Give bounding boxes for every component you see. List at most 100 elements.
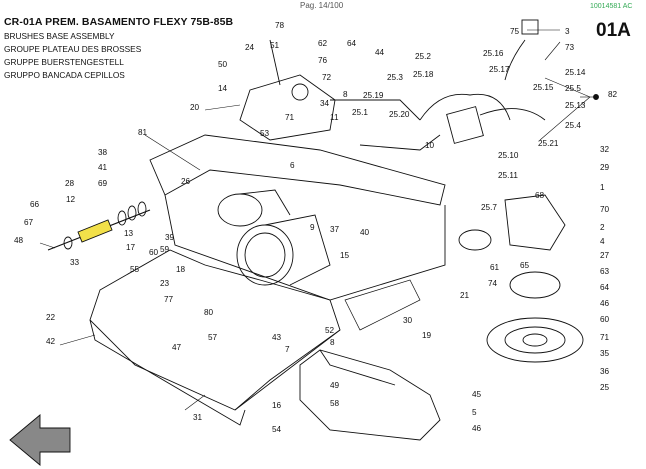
label: 31: [193, 413, 203, 422]
subtitle-de: GRUPPE BUERSTENGESTELL: [4, 57, 124, 67]
label: 42: [46, 337, 56, 346]
label: 70: [600, 205, 610, 214]
label: 32: [600, 145, 610, 154]
label: 46: [472, 424, 482, 433]
label: 73: [565, 43, 575, 52]
label: 25.15: [533, 83, 554, 92]
label: 17: [126, 243, 136, 252]
label: 24: [245, 43, 255, 52]
label: 72: [322, 73, 332, 82]
label: 2: [600, 223, 605, 232]
label: 41: [98, 163, 108, 172]
label: 25.21: [538, 139, 559, 148]
label: 25.4: [565, 121, 581, 130]
label: 57: [208, 333, 218, 342]
label: 20: [190, 103, 200, 112]
label: 27: [600, 251, 610, 260]
label: 80: [204, 308, 214, 317]
label: 7: [285, 345, 290, 354]
label: 34: [320, 99, 330, 108]
label: 12: [66, 195, 76, 204]
label: 65: [520, 261, 530, 270]
label: 25.20: [389, 110, 410, 119]
label: 75: [510, 27, 520, 36]
label: 38: [98, 148, 108, 157]
label: 13: [124, 229, 134, 238]
label: 30: [403, 316, 413, 325]
label: 53: [260, 129, 270, 138]
label: 25: [600, 383, 610, 392]
label: 49: [330, 381, 340, 390]
label: 64: [347, 39, 357, 48]
direction-arrow: [9, 414, 71, 466]
label: 71: [600, 333, 610, 342]
drawing-title: CR-01A PREM. BASAMENTO FLEXY 75B-85B: [4, 16, 234, 28]
label: 22: [46, 313, 56, 322]
label: 40: [360, 228, 370, 237]
label: 81: [138, 128, 148, 137]
label: 39: [165, 233, 175, 242]
label: 54: [272, 425, 282, 434]
label: 64: [600, 283, 610, 292]
label: 55: [130, 265, 140, 274]
label: 10: [425, 141, 435, 150]
label: 16: [272, 401, 282, 410]
label: 25.18: [413, 70, 434, 79]
label: 59: [160, 245, 170, 254]
label: 36: [600, 367, 610, 376]
label: 62: [318, 39, 328, 48]
label: 6: [290, 161, 295, 170]
shaft-stack: [47, 201, 151, 251]
label: 8: [330, 338, 335, 347]
label: 25.13: [565, 101, 586, 110]
label: 58: [330, 399, 340, 408]
label: 78: [275, 21, 285, 30]
label: 29: [600, 163, 610, 172]
label: 45: [472, 390, 482, 399]
label: 25.17: [489, 65, 510, 74]
label: 25.2: [415, 52, 431, 61]
label: 25.1: [352, 108, 368, 117]
label: 66: [30, 200, 40, 209]
label: 23: [160, 279, 170, 288]
label: 4: [600, 237, 605, 246]
label: 25.3: [387, 73, 403, 82]
chassis-frame: [89, 134, 446, 426]
page-number: Pag. 14/100: [300, 1, 344, 10]
label: 60: [600, 315, 610, 324]
label: 25.14: [565, 68, 586, 77]
label: 9: [310, 223, 315, 232]
label: 77: [164, 295, 174, 304]
label: 14: [218, 84, 228, 93]
label: 35: [600, 349, 610, 358]
label: 5: [472, 408, 477, 417]
subtitle-en: BRUSHES BASE ASSEMBLY: [4, 31, 115, 41]
label: 28: [65, 179, 75, 188]
label: 76: [318, 56, 328, 65]
label: 25.10: [498, 151, 519, 160]
motor: [217, 189, 331, 286]
label: 61: [490, 263, 500, 272]
document-code: 10014581 AC: [590, 3, 633, 10]
label: 43: [272, 333, 282, 342]
label: 11: [330, 113, 339, 122]
part-labels: 78 75 3 24 51 62 64 44 73 25.16 25.2 25.…: [14, 21, 618, 434]
lift-arm: [239, 39, 336, 141]
brush-guard: [299, 349, 441, 441]
label: 47: [172, 343, 182, 352]
hydraulic-block: [330, 19, 546, 151]
page-id: 01A: [596, 20, 631, 41]
label: 67: [24, 218, 34, 227]
label: 19: [422, 331, 432, 340]
label: 3: [565, 27, 570, 36]
label: 50: [218, 60, 228, 69]
label: 51: [270, 41, 280, 50]
label: 46: [600, 299, 610, 308]
label: 25.7: [481, 203, 497, 212]
label: 69: [98, 179, 108, 188]
brush-gearbox: [458, 194, 584, 363]
label: 63: [600, 267, 610, 276]
label: 71: [285, 113, 295, 122]
label: 25.5: [565, 84, 581, 93]
